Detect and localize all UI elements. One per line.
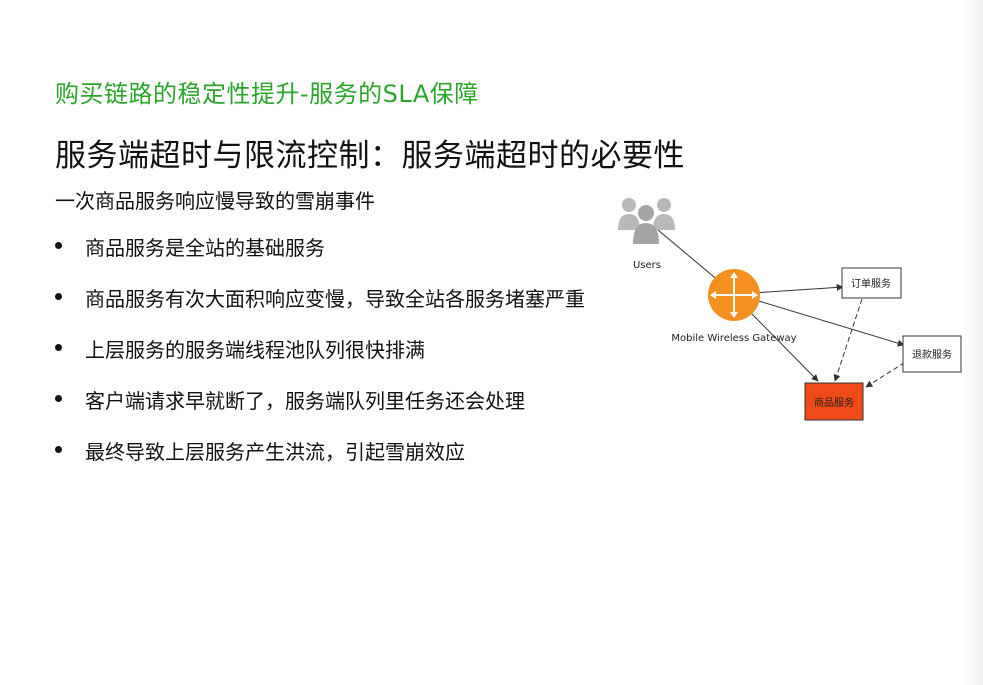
bullet-text: 商品服务是全站的基础服务 <box>85 236 325 260</box>
subtitle: 一次商品服务响应慢导致的雪崩事件 <box>55 189 375 213</box>
bullet-dot-icon <box>55 293 62 300</box>
gateway-label: Mobile Wireless Gateway <box>671 333 796 344</box>
order-service-label: 订单服务 <box>851 277 891 290</box>
refund-service-box <box>902 335 962 373</box>
edge-order-to-product <box>833 298 863 382</box>
bullet-dot-icon <box>55 344 62 351</box>
gateway-router-icon <box>708 269 760 321</box>
architecture-diagram: Users Mobile Wireless Gateway 订单服务 退款服务 … <box>600 190 970 430</box>
diagram-canvas: Users Mobile Wireless Gateway 订单服务 退款服务 … <box>618 198 962 421</box>
product-service-box <box>804 382 864 421</box>
section-title: 购买链路的稳定性提升-服务的SLA保障 <box>55 80 479 108</box>
bullet-text: 客户端请求早就断了，服务端队列里任务还会处理 <box>85 389 525 413</box>
edge-gateway-to-product <box>747 309 819 382</box>
product-service-label: 商品服务 <box>814 396 854 409</box>
edge-gateway-to-order <box>751 283 844 294</box>
bullet-text: 上层服务的服务端线程池队列很快排满 <box>85 338 425 362</box>
users-group-icon <box>618 198 675 244</box>
edge-users-to-gateway <box>657 229 727 288</box>
refund-service-label: 退款服务 <box>912 348 952 361</box>
bullet-dot-icon <box>55 446 62 453</box>
bullet-dot-icon <box>55 242 62 249</box>
bullet-dot-icon <box>55 395 62 402</box>
slide-title: 服务端超时与限流控制：服务端超时的必要性 <box>55 138 685 174</box>
order-service-box <box>841 267 902 299</box>
page-edge-shade <box>961 0 983 685</box>
bullet-text: 商品服务有次大面积响应变慢，导致全站各服务堵塞严重 <box>85 287 585 311</box>
edge-gateway-to-refund <box>751 298 905 347</box>
bullet-text: 最终导致上层服务产生洪流，引起雪崩效应 <box>85 440 465 464</box>
users-label: Users <box>633 260 661 271</box>
